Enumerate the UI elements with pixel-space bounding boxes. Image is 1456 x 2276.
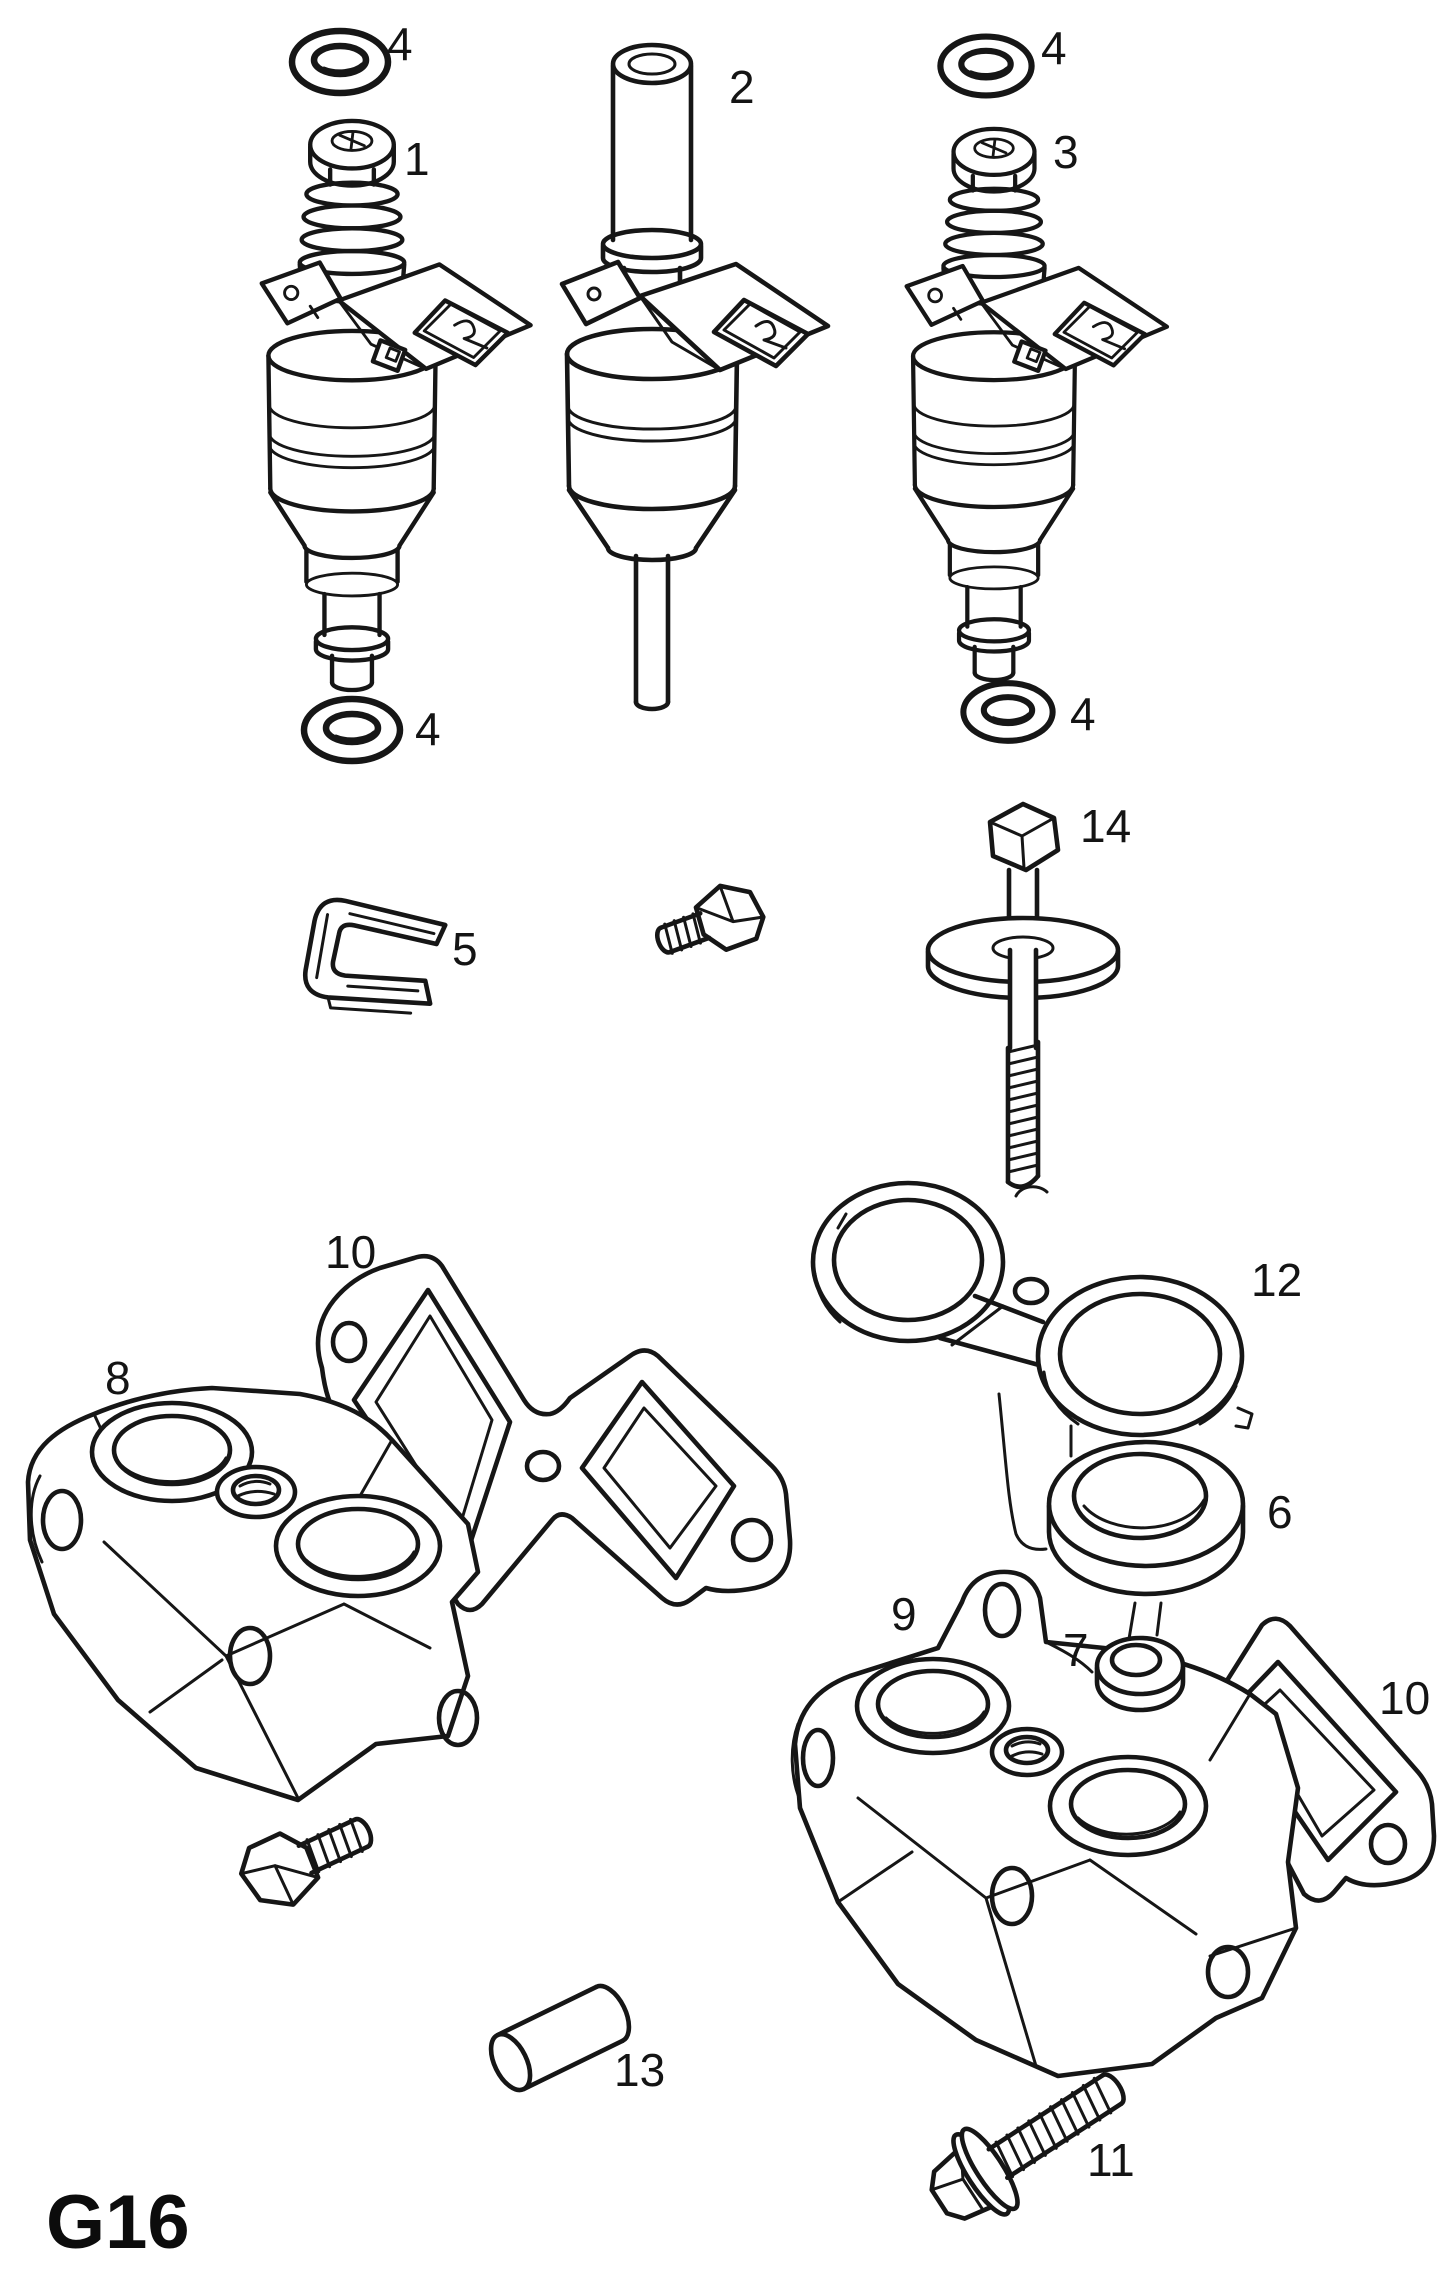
flanged-bolt-drawing xyxy=(929,2072,1126,2221)
callout-4-ll: 4 xyxy=(415,703,441,755)
callout-8: 8 xyxy=(105,1352,131,1404)
hex-bolt-drawing xyxy=(238,1816,374,1907)
callout-6: 6 xyxy=(1267,1486,1293,1538)
callout-7: 7 xyxy=(1063,1624,1089,1676)
o-ring-seal-upper-right-drawing xyxy=(940,37,1031,96)
small-hex-bolt-drawing xyxy=(655,883,766,955)
retainer-plate-drawing xyxy=(810,1180,1254,1641)
o-ring-seal-lower-left-drawing xyxy=(304,699,400,761)
callout-4-lr: 4 xyxy=(1070,688,1096,740)
callout-13: 13 xyxy=(614,2044,665,2096)
o-ring-seal-lower-right-drawing xyxy=(963,683,1052,741)
dowel-pin-drawing xyxy=(488,1983,632,2093)
injector-holder-right-drawing xyxy=(790,1569,1301,2079)
callout-10-right: 10 xyxy=(1379,1672,1430,1724)
callout-2: 2 xyxy=(729,61,755,113)
fuel-injector-1-drawing xyxy=(262,121,531,690)
callout-9: 9 xyxy=(891,1588,917,1640)
fuel-injector-2-drawing xyxy=(559,42,831,712)
page-code: G16 xyxy=(46,2180,190,2265)
bushing-ring-drawing xyxy=(1046,1439,1246,1597)
callout-5: 5 xyxy=(452,923,478,975)
callout-1: 1 xyxy=(404,133,430,185)
long-bolt-drawing xyxy=(925,801,1121,1190)
retaining-clip-drawing xyxy=(302,897,448,1015)
callout-3: 3 xyxy=(1053,126,1079,178)
callout-11: 11 xyxy=(1087,2134,1135,2186)
callout-10-left: 10 xyxy=(325,1226,376,1278)
callout-4-ul: 4 xyxy=(387,18,413,70)
callout-12: 12 xyxy=(1251,1254,1302,1306)
fuel-injector-3-drawing xyxy=(907,129,1167,680)
callout-4-ur: 4 xyxy=(1041,22,1067,74)
injector-holder-left-drawing xyxy=(25,1385,481,1803)
callout-14: 14 xyxy=(1080,800,1131,852)
o-ring-seal-upper-left-drawing xyxy=(292,31,388,93)
small-seal-ring-drawing xyxy=(1094,1635,1186,1713)
